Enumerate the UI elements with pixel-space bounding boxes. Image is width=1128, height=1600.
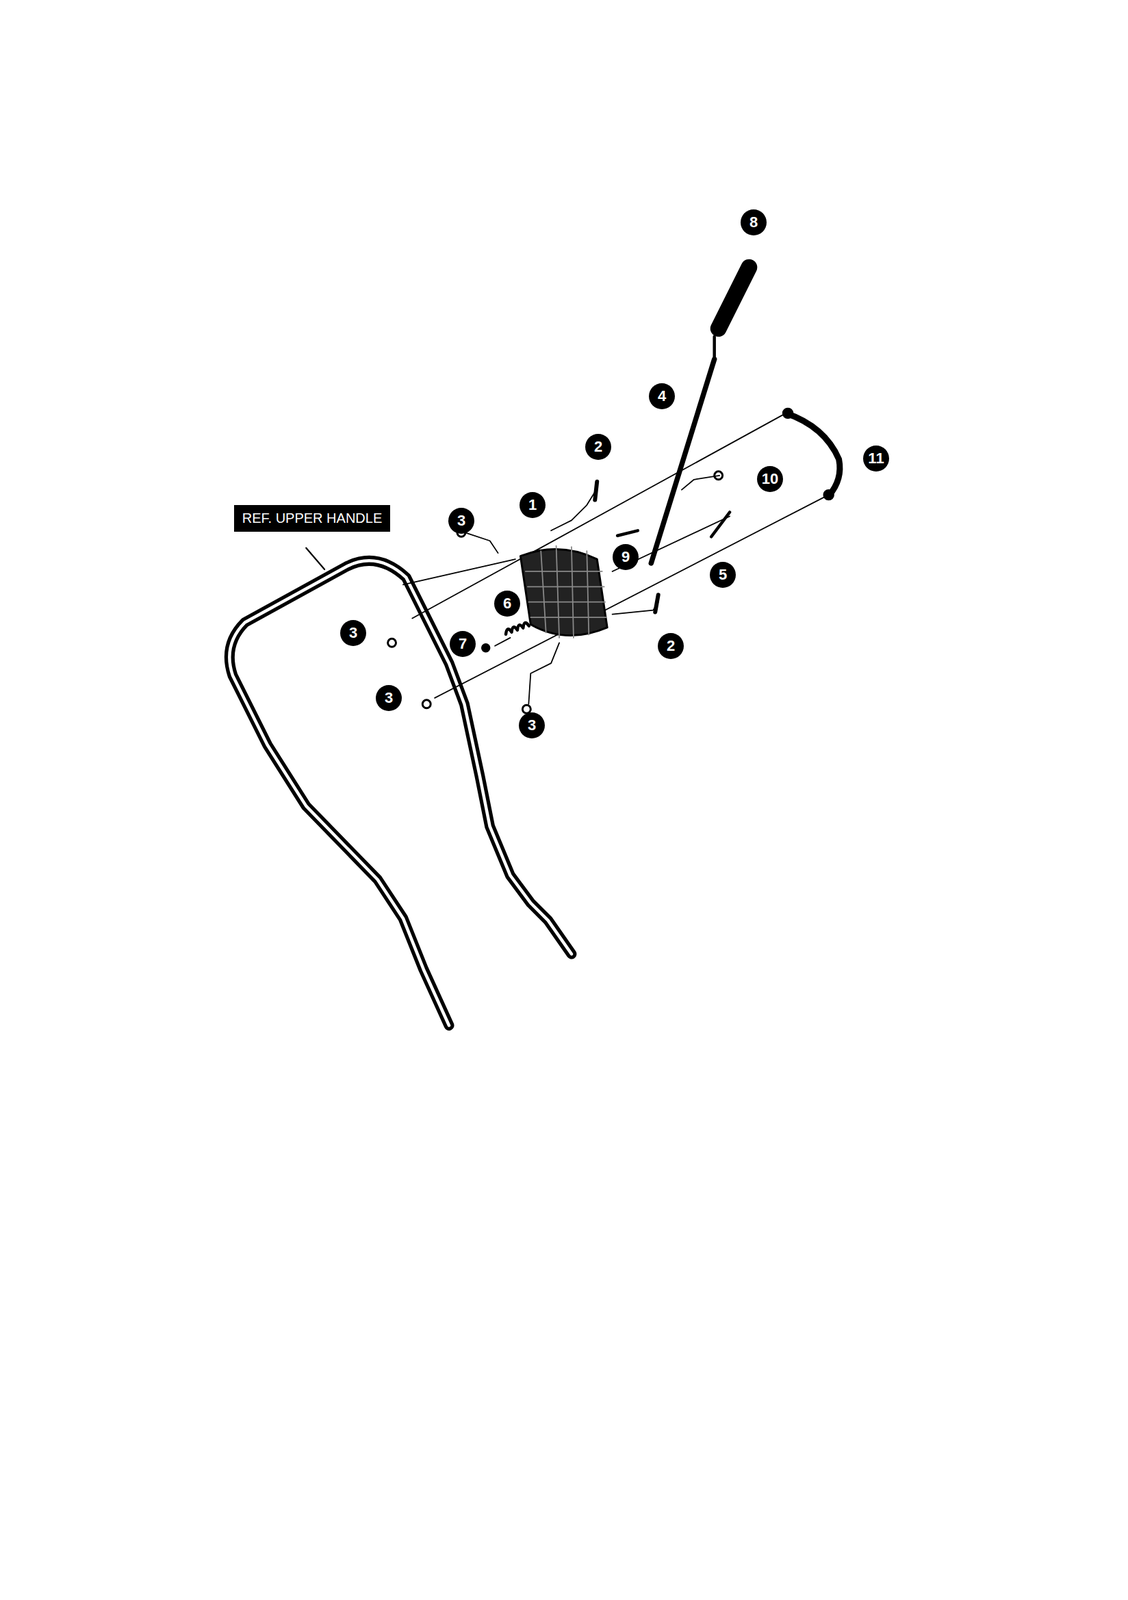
callout-number: 4 bbox=[648, 383, 675, 410]
callout-number: 11 bbox=[863, 445, 890, 472]
callout-number: 2 bbox=[585, 433, 612, 460]
callout-number: 3 bbox=[518, 712, 545, 739]
control-grip bbox=[520, 546, 608, 638]
callout-number: 2 bbox=[657, 633, 684, 660]
callout-number: 8 bbox=[740, 209, 767, 236]
callout-number: 3 bbox=[340, 620, 367, 647]
callout-number: 5 bbox=[709, 561, 736, 588]
reference-label: REF. UPPER HANDLE bbox=[242, 510, 383, 526]
callout-number: 6 bbox=[494, 590, 521, 617]
callout-number: 3 bbox=[448, 507, 475, 534]
upper-handle bbox=[229, 560, 572, 1026]
callout-number: 9 bbox=[612, 544, 639, 571]
callout-number: 1 bbox=[519, 492, 546, 519]
callout-number: 7 bbox=[449, 631, 476, 658]
callout-number: 10 bbox=[757, 466, 784, 493]
callout-number: 3 bbox=[375, 685, 402, 712]
reference-box: REF. UPPER HANDLE bbox=[234, 505, 391, 532]
